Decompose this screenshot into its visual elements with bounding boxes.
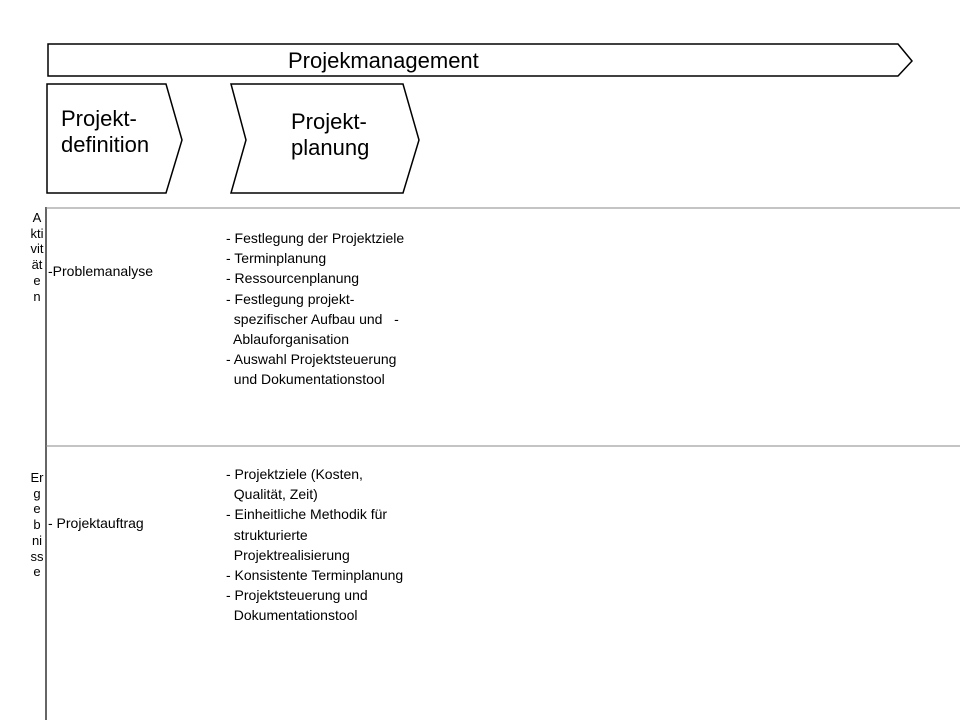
list-item: und Dokumentationstool [226, 371, 385, 388]
ergebnisse-definition-cell: - Projektauftrag [48, 515, 144, 531]
list-item: - Projektsteuerung und [226, 587, 368, 604]
list-item: - Konsistente Terminplanung [226, 567, 404, 584]
row-label-ergebnisse: Ergebnisse [30, 470, 44, 580]
banner-title: Projekmanagement [288, 48, 479, 73]
list-item: strukturierte [226, 526, 308, 543]
list-item: - Einheitliche Methodik für [226, 506, 388, 523]
list-item: - Auswahl Projektsteuerung [226, 351, 397, 368]
phase-projektdefinition-label: Projekt- definition [61, 106, 150, 157]
list-item: - Terminplanung [226, 250, 327, 267]
projektdefinition-chevron [46, 83, 183, 194]
list-item: Projektrealisierung [226, 546, 350, 563]
list-item: Ablauforganisation [226, 331, 349, 348]
list-item: Dokumentationstool [226, 607, 358, 624]
list-item: - Projektziele (Kosten, [226, 466, 363, 482]
list-item: spezifischer Aufbau und - [226, 310, 399, 327]
list-item: - Festlegung der Projektziele [226, 230, 405, 246]
list-item: - Ressourcenplanung [226, 270, 360, 287]
aktivitaeten-planung-list: - Festlegung der Projektziele - Terminpl… [226, 228, 404, 390]
ergebnisse-planung-list: - Projektziele (Kosten, Qualität, Zeit) … [226, 464, 403, 626]
phase-projektplanung-label: Projekt- planung [291, 109, 370, 160]
row-label-aktivitaeten: Aktivitäten [30, 210, 44, 304]
projektmanagement-banner-arrow [47, 43, 913, 77]
projektplanung-chevron [230, 83, 420, 194]
list-item: - Festlegung projekt- [226, 290, 355, 307]
list-item: Qualität, Zeit) [226, 486, 318, 503]
aktivitaeten-definition-cell: -Problemanalyse [48, 263, 154, 279]
